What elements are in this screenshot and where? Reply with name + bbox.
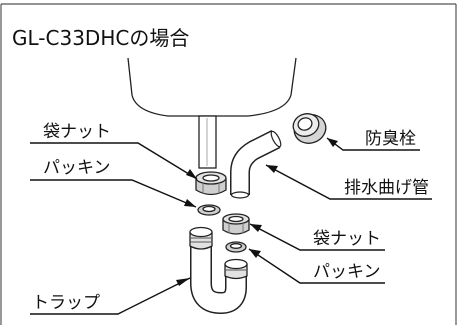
diagram-title: GL-C33DHCの場合 [12, 26, 190, 50]
arrowhead [266, 165, 278, 173]
arrowhead [250, 224, 262, 232]
leader-trap [30, 277, 191, 315]
trap [189, 226, 248, 315]
arrowhead [327, 138, 338, 147]
label-cap-nut-lower: 袋ナット [313, 229, 381, 249]
leader-packing-lower [248, 248, 385, 284]
label-trap: トラップ [32, 293, 100, 313]
cap-nut-upper [195, 171, 227, 196]
packing-upper [197, 204, 221, 216]
packing-lower [225, 241, 247, 253]
sink-basin [127, 57, 297, 117]
arrowhead [184, 199, 196, 207]
drain-bend-pipe [230, 130, 282, 199]
leader-drain-bend-pipe [265, 164, 432, 200]
leader-cap-nut-upper [30, 142, 198, 180]
drain-tailpiece [198, 115, 217, 169]
leader-cap-nut-lower [249, 223, 385, 251]
label-packing-lower: パッキン [313, 262, 381, 282]
arrowhead [176, 278, 190, 286]
label-cap-nut-upper: 袋ナット [43, 122, 111, 142]
leader-packing-upper [30, 179, 197, 208]
arrowhead [249, 249, 261, 258]
cap-nut-lower [222, 213, 250, 235]
label-drain-bend-pipe: 排水曲げ管 [344, 178, 429, 198]
odor-plug [292, 113, 327, 144]
arrowhead [186, 169, 197, 179]
frame [0, 3, 457, 325]
label-odor-plug: 防臭栓 [365, 129, 416, 149]
label-packing-upper: パッキン [43, 158, 111, 178]
